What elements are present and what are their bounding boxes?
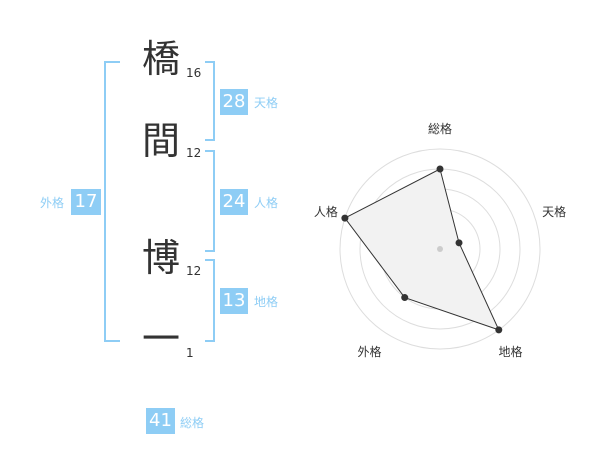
tenkaku-bracket — [205, 61, 215, 141]
radar-points — [341, 165, 503, 334]
radar-ring — [339, 148, 541, 350]
stroke-count-1: 16 — [186, 66, 202, 80]
radar-series-area — [344, 168, 500, 331]
soukaku-value: 41 — [146, 408, 175, 434]
name-char-4: 一 — [141, 317, 180, 361]
gaikaku-bracket — [104, 61, 120, 342]
radar-axis-label-2: 天格 — [542, 204, 566, 219]
radar-axis-label-3: 地格 — [499, 344, 523, 359]
stroke-count-2: 12 — [186, 146, 202, 160]
tenkaku-value: 28 — [220, 89, 248, 115]
stroke-count-4: 1 — [186, 346, 194, 360]
chikaku-label: 地格 — [254, 295, 279, 309]
chikaku-bracket — [205, 259, 215, 342]
tenkaku-label: 天格 — [254, 96, 279, 110]
radar-axis-label-1: 総格 — [428, 121, 452, 136]
radar-axis-label-4: 外格 — [357, 344, 381, 359]
radar-point-5 — [341, 214, 349, 222]
radar-point-2 — [455, 239, 463, 247]
gaikaku-label: 外格 — [40, 196, 65, 210]
radar-point-3 — [495, 326, 503, 334]
soukaku-label: 総格 — [180, 416, 205, 430]
chikaku-value: 13 — [220, 288, 248, 314]
jinkaku-bracket — [205, 150, 215, 252]
radar-point-4 — [401, 294, 409, 302]
jinkaku-value: 24 — [220, 189, 248, 215]
name-char-1: 橋 — [141, 37, 180, 81]
gaikaku-value: 17 — [71, 189, 101, 215]
stroke-count-3: 12 — [186, 264, 202, 278]
name-char-3: 博 — [141, 236, 180, 280]
radar-axis-label-5: 人格 — [314, 204, 338, 219]
name-char-2: 間 — [141, 119, 180, 163]
radar-point-1 — [436, 165, 444, 173]
radar-center-dot — [437, 246, 443, 252]
jinkaku-label: 人格 — [254, 196, 279, 210]
